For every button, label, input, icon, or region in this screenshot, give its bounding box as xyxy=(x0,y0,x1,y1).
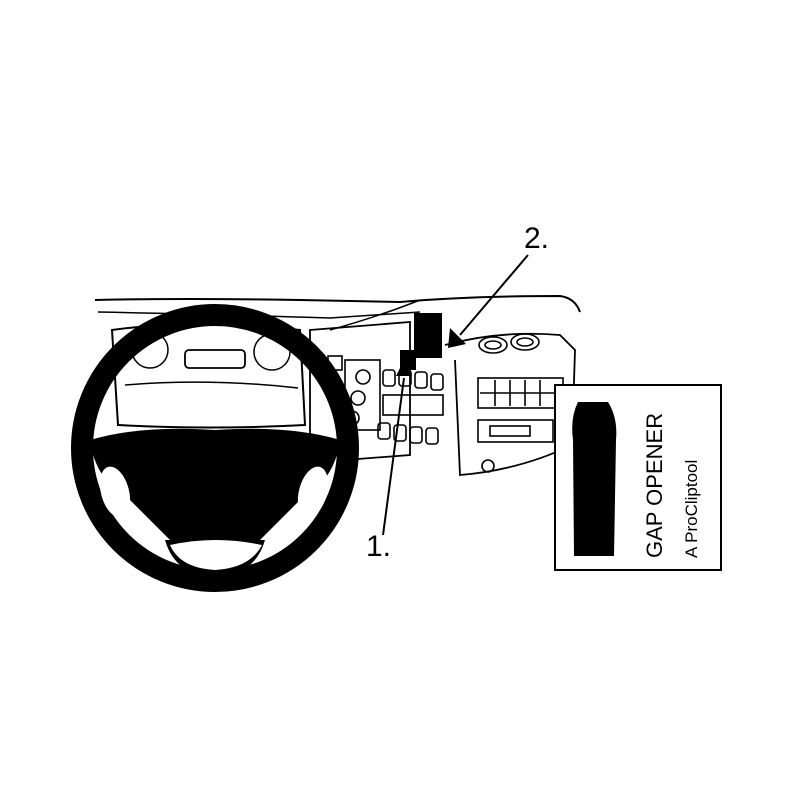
callout-label-2: 2. xyxy=(524,222,549,255)
button-grid xyxy=(377,369,444,445)
hub-hole-right xyxy=(297,466,329,518)
mounting-bracket xyxy=(414,313,442,358)
cluster-lower-line xyxy=(124,381,299,389)
dashboard-top-outline xyxy=(94,294,581,313)
callout-label-1: 1. xyxy=(366,530,391,563)
hub-hole-bottom xyxy=(170,540,262,570)
tool-inset: GAP OPENER A ProCliptool xyxy=(554,384,722,571)
cup-holders xyxy=(478,333,540,354)
center-console-outline xyxy=(309,321,411,461)
cluster-display xyxy=(184,349,246,369)
steering-hub xyxy=(90,428,340,540)
callout-arrow-1 xyxy=(382,356,412,536)
gap-opener-tool-icon xyxy=(572,402,617,556)
air-vents xyxy=(477,377,564,409)
tool-title: GAP OPENER xyxy=(642,413,667,558)
tool-subtitle: A ProCliptool xyxy=(682,460,701,558)
callout-arrow-2 xyxy=(448,254,529,348)
hub-hole-left xyxy=(99,466,131,518)
steering-wheel xyxy=(71,304,359,592)
radio-slot xyxy=(477,419,554,473)
